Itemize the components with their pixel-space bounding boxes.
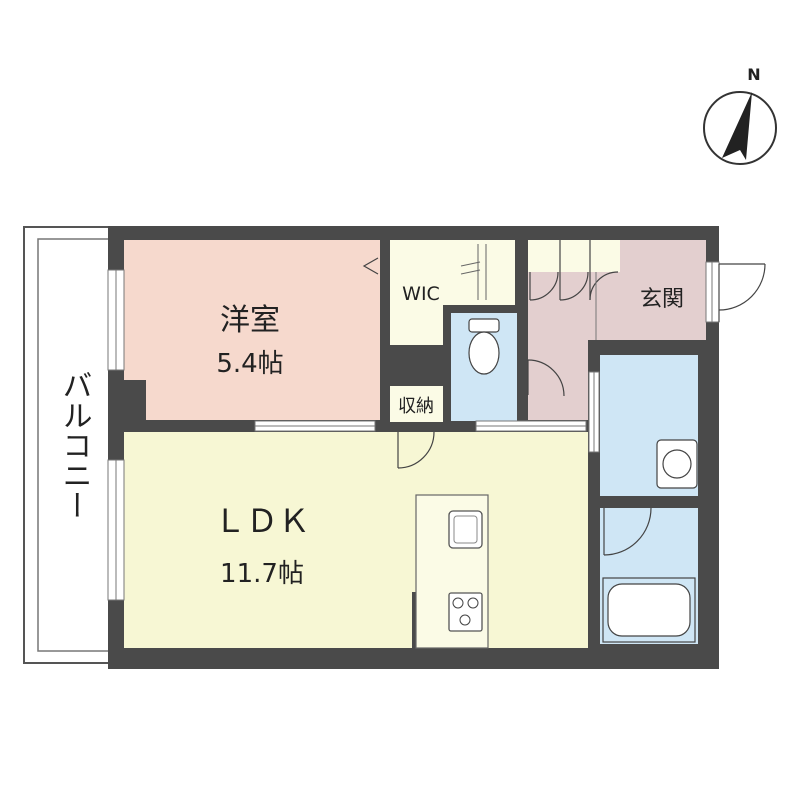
sink-icon (448, 510, 483, 549)
wic-shelves (460, 244, 487, 300)
balcony-name: バルコニー (57, 370, 92, 520)
western-room-name: 洋室 (220, 303, 280, 338)
ldk-size: 11.7帖 (220, 559, 304, 589)
storage-room (390, 386, 443, 422)
ldk-room (124, 432, 588, 648)
compass-label: N (747, 65, 760, 84)
kitchen-counter (415, 494, 489, 649)
wic-name: WIC (402, 283, 440, 305)
storage-name: 収納 (398, 396, 434, 417)
entrance-hall (528, 240, 706, 420)
stove-icon (448, 592, 483, 632)
wall-notch-icon (362, 257, 379, 275)
bathtub-icon (602, 577, 696, 643)
western-room (124, 240, 380, 420)
walk-in-closet (390, 240, 515, 345)
toilet-icon (468, 318, 500, 375)
north-arrow-icon (722, 92, 752, 160)
washbasin-icon (656, 439, 698, 489)
compass: N (703, 65, 777, 165)
sliding-doors (254, 261, 720, 453)
balcony-windows (107, 269, 125, 601)
shoe-closet-doors (529, 240, 619, 340)
balcony (23, 226, 111, 664)
ldk-name: ＬＤＫ (214, 502, 310, 540)
western-room-size: 5.4帖 (216, 349, 283, 379)
swing-doors (397, 263, 766, 556)
entrance-name: 玄関 (640, 287, 684, 312)
shoe-closet (528, 240, 620, 272)
